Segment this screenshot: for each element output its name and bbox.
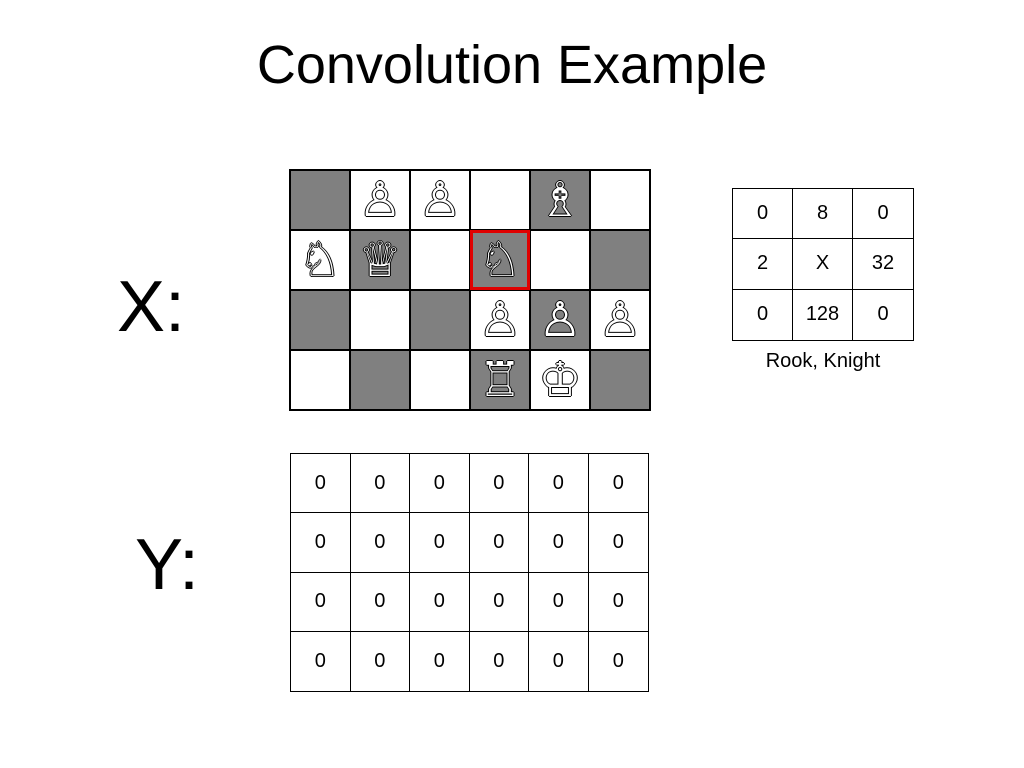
pawn-icon: ♙ — [418, 172, 462, 228]
board-square: ♕ — [350, 230, 410, 290]
board-square — [290, 350, 350, 410]
pawn-icon: ♙ — [358, 172, 402, 228]
pawn-icon: ♙ — [478, 292, 522, 348]
y-label: Y: — [135, 525, 200, 605]
board-square: ♘ — [470, 230, 530, 290]
board-square: ♙ — [410, 170, 470, 230]
board-square: ♗ — [530, 170, 590, 230]
board-square: ♙ — [590, 290, 650, 350]
output-cell: 0 — [529, 454, 589, 514]
output-cell: 0 — [350, 454, 410, 514]
kernel-cell: 128 — [793, 289, 853, 340]
board-square: ♙ — [350, 170, 410, 230]
output-cell: 0 — [350, 572, 410, 632]
board-square — [530, 230, 590, 290]
output-cell: 0 — [588, 454, 648, 514]
board-square — [590, 170, 650, 230]
board-square: ♔ — [530, 350, 590, 410]
kernel-cell: 2 — [733, 239, 793, 290]
kernel-cell: 0 — [733, 189, 793, 240]
board-square: ♘ — [290, 230, 350, 290]
bishop-icon: ♗ — [538, 172, 582, 228]
board-square — [470, 170, 530, 230]
kernel-caption: Rook, Knight — [765, 350, 881, 372]
board-square — [290, 290, 350, 350]
output-cell: 0 — [529, 513, 589, 573]
board-square — [350, 290, 410, 350]
output-cell: 0 — [350, 513, 410, 573]
slide-title: Convolution Example — [256, 35, 768, 95]
output-cell: 0 — [529, 572, 589, 632]
output-cell: 0 — [410, 572, 470, 632]
output-cell: 0 — [588, 573, 648, 632]
output-cell: 0 — [469, 572, 529, 632]
output-cell: 0 — [612, 649, 624, 672]
output-cell: 0 — [291, 454, 351, 514]
board-square — [410, 350, 470, 410]
kernel-cell: 0 — [853, 189, 913, 240]
knight-icon: ♘ — [478, 232, 522, 288]
board-square: ♙ — [470, 290, 530, 350]
output-cell: 0 — [351, 631, 410, 691]
kernel-cell: X — [793, 239, 853, 290]
kernel-cell: 0 — [733, 289, 793, 340]
kernel-cell: 0 — [877, 303, 889, 326]
board-square: ♖ — [470, 350, 530, 410]
output-cell: 0 — [469, 513, 529, 573]
board-square — [410, 290, 470, 350]
output-cell: 0 — [529, 631, 589, 691]
queen-icon: ♕ — [358, 232, 402, 288]
output-cell: 0 — [291, 631, 351, 691]
board-square — [410, 230, 470, 290]
board-square — [590, 350, 650, 410]
king-icon: ♔ — [538, 352, 582, 408]
board-square — [590, 230, 650, 290]
output-cell: 0 — [410, 454, 470, 514]
board-square — [290, 170, 350, 230]
pawn-icon: ♙ — [538, 292, 582, 348]
output-cell: 0 — [291, 572, 351, 632]
output-cell: 0 — [291, 513, 351, 573]
output-cell: 0 — [410, 513, 470, 573]
output-cell: 0 — [588, 513, 648, 573]
chess-board: ♙♙♗♘♕♘♙♙♙♖♔ — [289, 169, 651, 411]
x-label: X: — [117, 267, 186, 347]
kernel-cell: 8 — [793, 189, 853, 240]
knight-icon: ♘ — [298, 232, 342, 288]
board-square: ♙ — [530, 290, 590, 350]
output-cell: 0 — [410, 631, 470, 691]
output-cell: 0 — [470, 631, 529, 691]
board-square — [350, 350, 410, 410]
kernel-cell: 32 — [853, 239, 913, 290]
output-cell: 0 — [469, 454, 529, 514]
rook-icon: ♖ — [478, 352, 522, 408]
pawn-icon: ♙ — [598, 292, 642, 348]
